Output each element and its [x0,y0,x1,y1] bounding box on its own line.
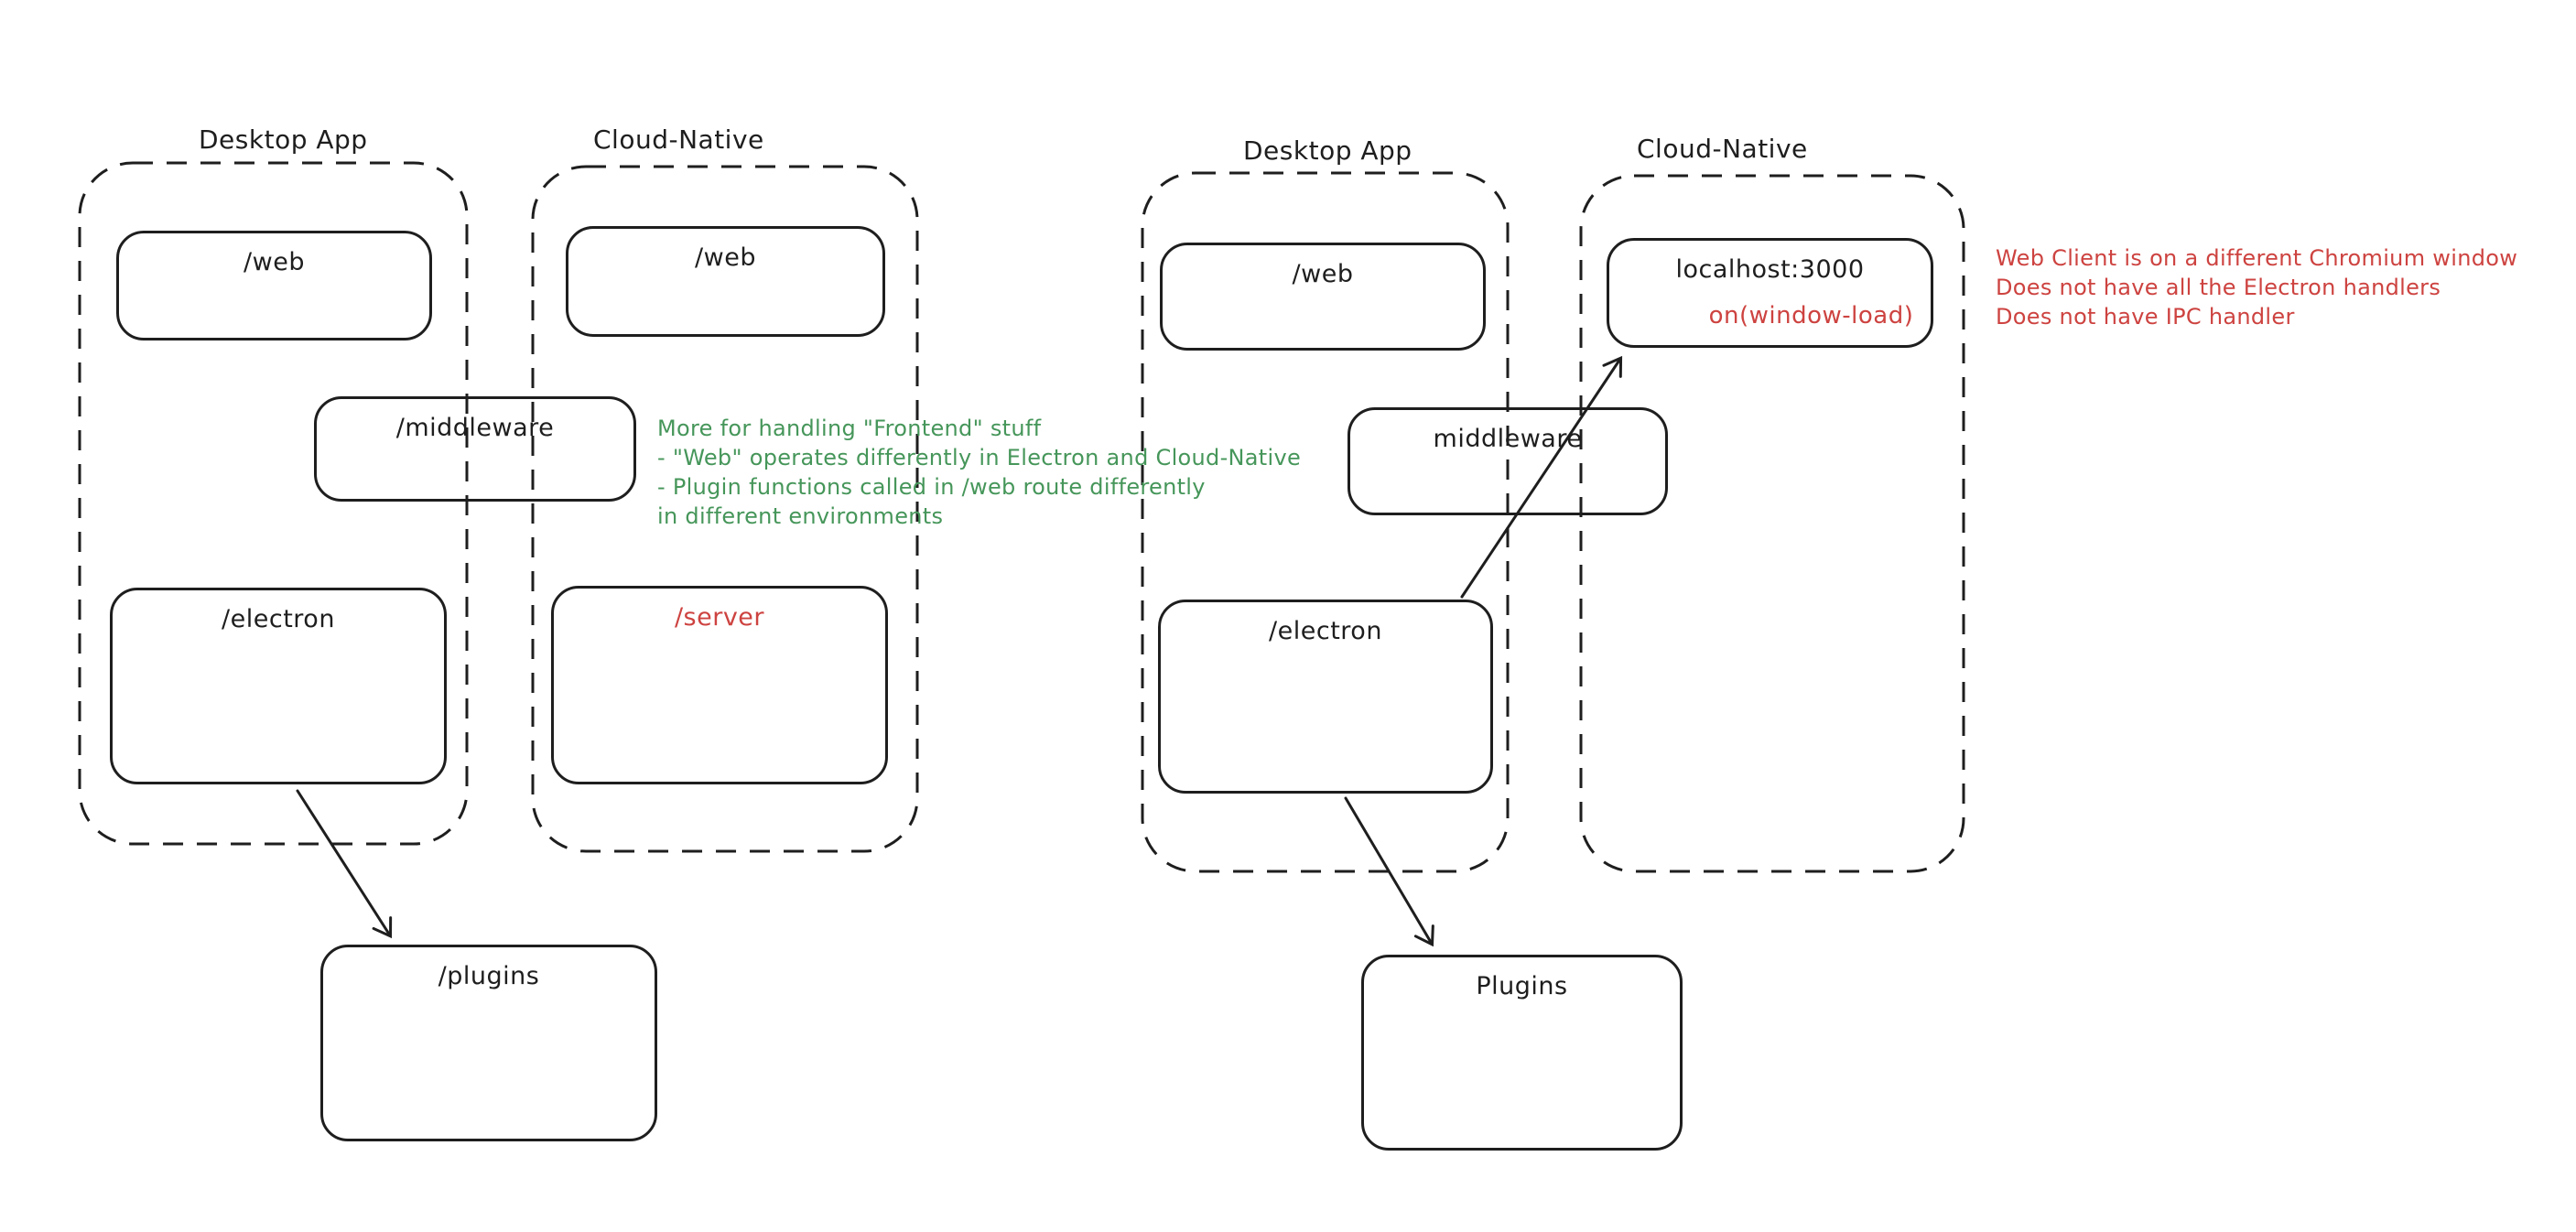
left-green-note: More for handling "Frontend" stuff - "We… [657,414,1301,531]
left-server-box: /server [551,586,888,784]
right-red-note-line: Does not have IPC handler [1996,304,2295,330]
left-cloud-web-box: /web [566,226,885,337]
right-localhost-label: localhost:3000 [1675,255,1865,284]
arrow-electron-to-localhost [1460,355,1623,599]
arrow-electron-to-plugins-left [296,789,393,939]
left-electron-box: /electron [110,588,447,784]
left-plugins-label: /plugins [438,962,540,990]
right-web-box: /web [1160,243,1486,351]
right-cloud-title: Cloud-Native [1637,134,1808,164]
right-cloud-container [1579,174,1965,873]
left-server-label: /server [674,603,765,632]
left-electron-label: /electron [222,605,335,633]
right-middleware-box: middleware [1348,407,1668,515]
left-desktop-title: Desktop App [199,124,368,155]
right-window-load-label: on(window-load) [1708,302,1914,330]
left-green-note-line: More for handling "Frontend" stuff [657,416,1042,441]
left-middleware-box: /middleware [314,396,636,502]
right-red-note: Web Client is on a different Chromium wi… [1996,243,2517,331]
left-middleware-label: /middleware [395,414,555,442]
right-plugins-box: Plugins [1361,955,1683,1151]
right-electron-label: /electron [1269,617,1382,645]
left-desktop-web-label: /web [244,248,305,276]
left-cloud-container [531,165,919,853]
right-plugins-label: Plugins [1476,972,1568,1000]
left-green-note-line: - "Web" operates differently in Electron… [657,445,1302,470]
right-red-note-line: Does not have all the Electron handlers [1996,275,2441,300]
left-desktop-container [78,161,469,846]
right-desktop-title: Desktop App [1243,135,1412,166]
right-middleware-label: middleware [1433,425,1583,453]
left-desktop-web-box: /web [116,231,432,340]
left-cloud-web-label: /web [695,243,756,272]
right-red-note-line: Web Client is on a different Chromium wi… [1996,245,2518,271]
right-electron-box: /electron [1158,600,1493,794]
right-web-label: /web [1292,260,1354,288]
left-cloud-title: Cloud-Native [593,124,764,155]
right-localhost-box: localhost:3000 on(window-load) [1607,238,1933,348]
left-green-note-line: - Plugin functions called in /web route … [657,474,1206,500]
left-plugins-box: /plugins [320,945,657,1141]
left-green-note-line: in different environments [657,503,944,529]
arrow-electron-to-plugins-right [1344,796,1434,947]
